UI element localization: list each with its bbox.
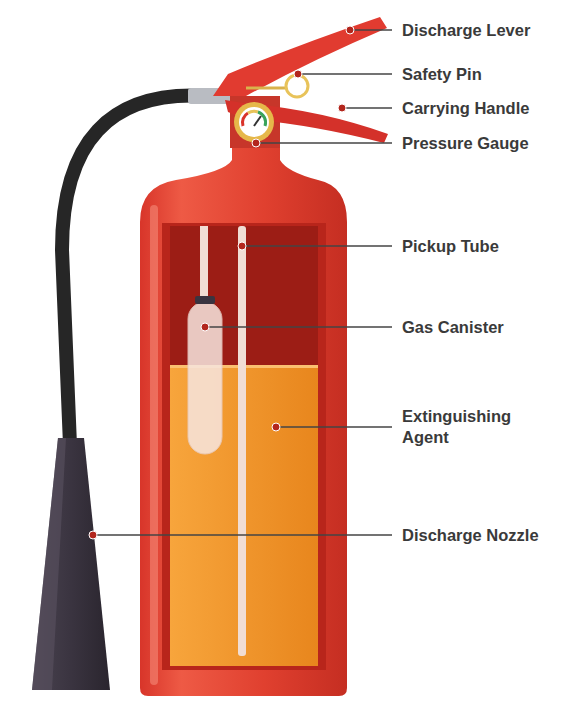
gauge-arc-red: [242, 113, 248, 126]
pressure-gauge: [234, 102, 274, 142]
gas-canister: [188, 302, 222, 454]
cutaway-interior: [170, 226, 318, 666]
leader-line: [342, 107, 392, 109]
body-highlight: [150, 205, 158, 685]
leader-dot: [294, 70, 302, 78]
cutaway-frame: [162, 223, 326, 670]
gauge-arc-yellow: [248, 111, 258, 113]
leader-dot: [201, 323, 209, 331]
safety-pin: [246, 87, 287, 90]
part-label: Discharge Lever: [402, 20, 562, 41]
leader-dots: [89, 26, 354, 539]
cylinder-body: [140, 146, 347, 696]
part-label: Gas Canister: [402, 317, 562, 338]
leader-dot: [272, 423, 280, 431]
leader-dot: [238, 242, 246, 250]
part-label: Extinguishing Agent: [402, 406, 532, 447]
leader-line: [298, 73, 392, 75]
leader-lines: [93, 30, 392, 535]
leader-dot: [346, 26, 354, 34]
leader-line: [276, 426, 392, 428]
leader-dot: [252, 139, 260, 147]
part-label: Carrying Handle: [402, 98, 562, 119]
part-label: Discharge Nozzle: [402, 525, 562, 546]
leader-line: [256, 142, 392, 144]
gauge-needle: [254, 116, 261, 126]
gauge-face: [239, 107, 269, 137]
part-label: Safety Pin: [402, 64, 562, 85]
leader-dot: [338, 104, 346, 112]
canister-stem: [200, 226, 208, 298]
leader-line: [350, 29, 392, 31]
part-label: Pressure Gauge: [402, 133, 562, 154]
discharge-nozzle: [32, 438, 110, 690]
discharge-lever: [213, 17, 387, 96]
leader-line: [205, 326, 392, 328]
canister-cap: [195, 296, 215, 304]
pickup-tube: [238, 226, 246, 656]
leader-dot: [89, 531, 97, 539]
carrying-handle: [225, 100, 388, 143]
leader-line: [242, 245, 392, 247]
leader-line: [93, 534, 392, 536]
nozzle-highlight: [32, 438, 66, 690]
part-label: Pickup Tube: [402, 236, 562, 257]
